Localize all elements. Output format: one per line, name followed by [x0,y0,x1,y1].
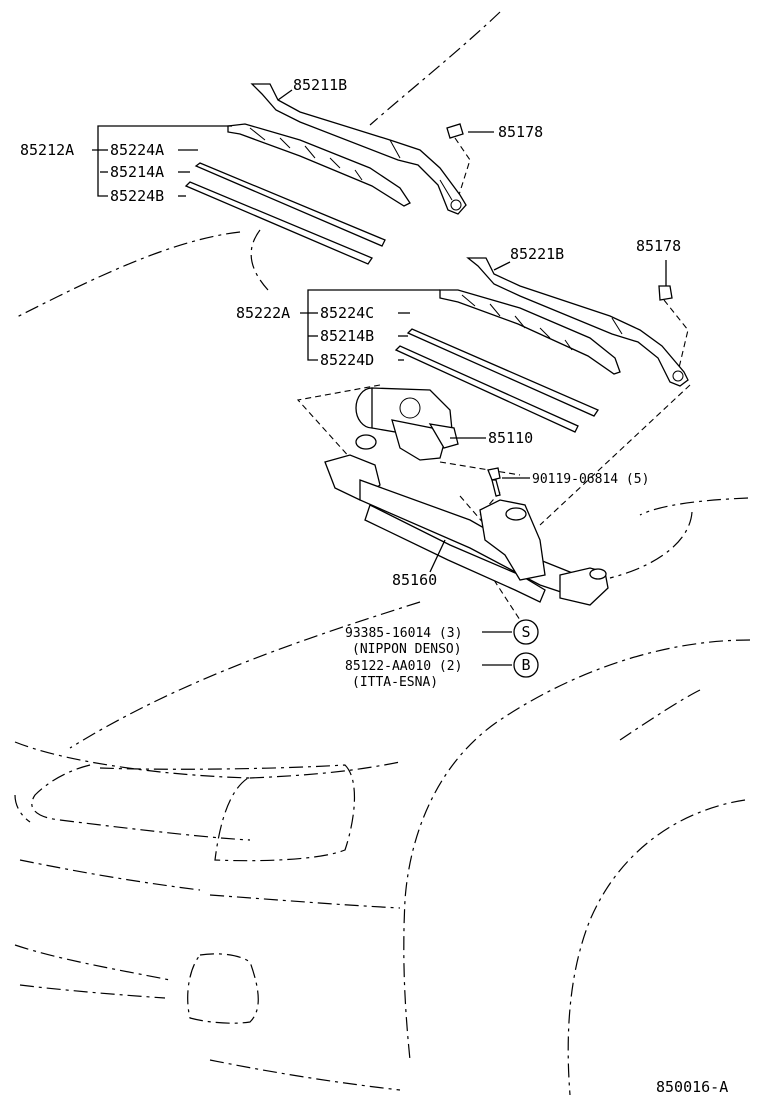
wiper-motor-85110 [355,387,459,461]
second-wiper-blade-85222A [439,289,621,375]
label-nippon-denso: (NIPPON DENSO) [352,642,462,657]
front-wiper-blade-85212A [227,123,411,207]
marker-b: B [513,652,539,678]
blade-refill-85224A [194,162,386,247]
bolt-90119 [487,467,501,497]
label-85211B: 85211B [293,76,347,94]
figure-id: 850016-A [656,1078,728,1096]
label-85110: 85110 [488,429,533,447]
label-85122: 85122-AA010 (2) [345,659,462,674]
nut-85178-second [658,285,673,301]
marker-b-text: B [521,656,530,674]
label-85214A: 85214A [110,163,164,181]
label-85224D: 85224D [320,351,374,369]
label-85178-second: 85178 [636,237,681,255]
label-itta-esna: (ITTA-ESNA) [352,675,438,690]
label-85160: 85160 [392,571,437,589]
label-85224A: 85224A [110,141,164,159]
marker-s: S [513,619,539,645]
nut-85178-front [446,123,464,139]
wiper-link-85160 [324,434,609,606]
label-85221B: 85221B [510,245,564,263]
marker-s-text: S [521,623,530,641]
label-85178-front: 85178 [498,123,543,141]
blade-rubber-85214A [184,181,373,265]
label-93385: 93385-16014 (3) [345,626,462,641]
car-body-outline [14,11,751,1096]
label-85222A: 85222A [236,304,290,322]
label-85214B: 85214B [320,327,374,345]
blade-rubber-85214B [406,328,599,417]
label-85212A: 85212A [20,141,74,159]
leader-lines [92,89,667,666]
blade-refill-85224D [394,345,579,433]
assembly-leaders [296,137,691,621]
label-90119: 90119-06814 (5) [532,472,649,487]
second-wiper-arm-85221B [466,257,689,387]
label-85224B: 85224B [110,187,164,205]
label-85224C: 85224C [320,304,374,322]
front-wiper-arm-85211B [250,83,467,215]
